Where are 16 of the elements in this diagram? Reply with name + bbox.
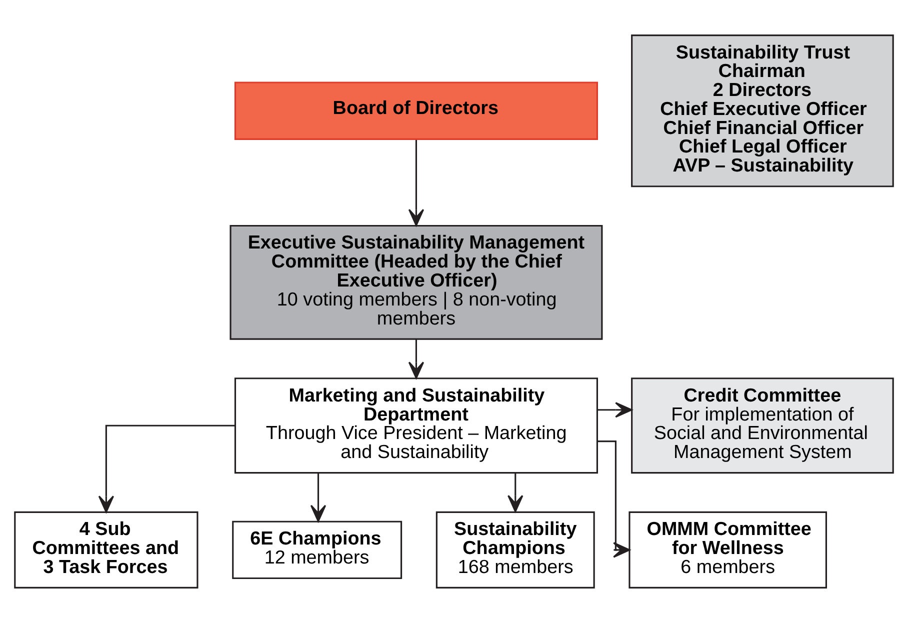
arrow bbox=[508, 472, 524, 512]
arrow bbox=[98, 424, 235, 512]
arrow bbox=[408, 139, 424, 226]
node-box: Sustainability Trust Chairman 2 Directors Chief Executive Officer Chief Financial Officer Chief Legal Officer AVP – Sustainability bbox=[631, 34, 894, 187]
arrow bbox=[408, 338, 424, 378]
node-box: Credit Committee For implementation of Social and Environmental Management System bbox=[631, 377, 894, 474]
node-box: OMMM Committee for Wellness 6 members bbox=[628, 510, 827, 588]
arrow bbox=[597, 440, 630, 558]
node-box: 6E Champions 12 members bbox=[232, 520, 402, 579]
node-box: Executive Sustainability Management Committee (Headed by the Chief Executive Officer) 10 voting members | 8 non-voting members bbox=[230, 224, 603, 340]
arrow bbox=[597, 402, 632, 418]
node-box: Board of Directors bbox=[234, 81, 598, 140]
node-box: Marketing and Sustainability Department Through Vice President – Marketing and Sustainability bbox=[234, 377, 598, 474]
arrow bbox=[310, 472, 326, 522]
node-box: Sustainability Champions 168 members bbox=[436, 510, 595, 588]
node-box: 4 Sub Committees and 3 Task Forces bbox=[14, 510, 198, 588]
